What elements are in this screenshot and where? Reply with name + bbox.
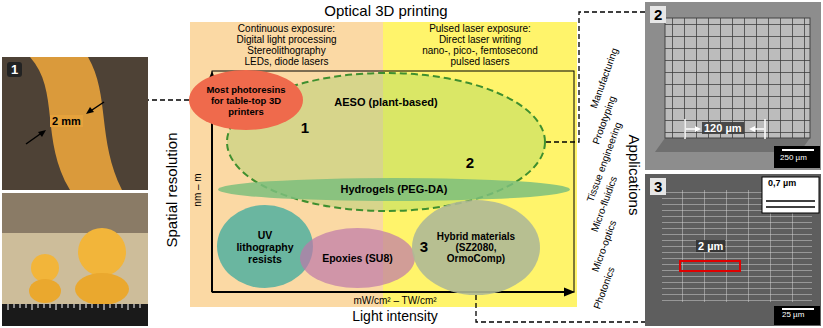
ellipse-text: Hybrid materials (SZ2080, OrmoComp) — [434, 231, 518, 264]
band-heading: Pulsed laser exposure: — [383, 23, 577, 34]
diagram-title: Optical 3D printing — [266, 2, 506, 19]
axis-range: nm – m — [192, 173, 203, 206]
callout-number: 2 — [650, 6, 666, 23]
material-ellipse: Most photoresins for table-top 3D printe… — [189, 70, 303, 130]
dashed-connector — [476, 295, 645, 322]
band-text: pulsed lasers — [383, 56, 577, 67]
dimension-label: 120 µm — [702, 122, 744, 134]
ellipse-outline — [300, 228, 415, 288]
callout-number: 1 — [7, 62, 22, 77]
axis-arrowhead — [564, 288, 575, 297]
material-name: Hydrogels (PEG-DA) — [341, 183, 448, 195]
band-text: Direct laser writing — [383, 34, 577, 45]
material-ellipse: Epoxies (SU8) — [300, 228, 415, 288]
band-heading: Continuous exposure: — [190, 23, 383, 34]
material-name: Most photoresins for table-top 3D printe… — [206, 84, 286, 117]
ellipse-text: AESO (plant-based) — [334, 96, 437, 108]
dimension-label: 25 µm — [780, 310, 806, 319]
axis-title: Spatial resolution — [164, 132, 181, 247]
dimension-label: 0,7 µm — [766, 178, 798, 188]
photo-printed-part — [2, 57, 148, 326]
band-text: Stereolithography — [190, 45, 383, 56]
dashed-connector — [148, 99, 189, 100]
photo-panel: 3 0,7 µm 2 µm 25 µm — [645, 174, 821, 326]
material-ellipse: Hydrogels (PEG-DA) — [218, 178, 570, 201]
applications-heading: Applications — [626, 135, 643, 216]
dimension-label: 2 µm — [696, 240, 725, 252]
ellipse-text: UV lithography resists — [232, 229, 298, 265]
callout-number: 3 — [420, 239, 428, 256]
dashed-connector — [546, 12, 645, 142]
axis-range: mW/cm² – TW/cm² — [353, 295, 436, 306]
callout-number: 1 — [301, 120, 309, 137]
material-name: AESO (plant-based) — [334, 96, 437, 108]
ellipse-text: Most photoresins for table-top 3D printe… — [206, 84, 286, 117]
ellipse-outline — [217, 205, 313, 288]
ellipse-outline — [189, 70, 303, 130]
photo-waveguide — [645, 174, 821, 326]
photo-panel: 2 120 µm 250 µm — [645, 2, 821, 170]
dimension-label: 2 mm — [50, 115, 83, 127]
material-ellipse: Hybrid materials (SZ2080, OrmoComp) — [412, 200, 540, 295]
material-ellipse: UV lithography resists — [217, 205, 313, 288]
band-text: Digital light processing — [190, 34, 383, 45]
ellipse-outline — [218, 178, 570, 201]
callout-number: 2 — [466, 155, 474, 172]
ellipse-outline — [412, 200, 540, 295]
ellipse-text: Hydrogels (PEG-DA) — [341, 183, 448, 195]
band-text: LEDs, diode lasers — [190, 56, 383, 67]
ellipse-text: Epoxies (SU8) — [322, 252, 393, 264]
material-name: Hybrid materials (SZ2080, OrmoComp) — [434, 231, 518, 264]
band-text: nano-, pico-, femtosecond — [383, 45, 577, 56]
application-item: Photonics — [591, 265, 616, 310]
x-axis — [212, 291, 565, 293]
photo-panel: 1 2 mm — [2, 57, 148, 326]
axis-title: Light intensity — [352, 309, 438, 324]
material-name: UV lithography resists — [232, 229, 298, 265]
dimension-label: 250 µm — [778, 153, 809, 162]
photo-lattice — [645, 2, 821, 170]
callout-number: 3 — [650, 178, 666, 195]
material-name: Epoxies (SU8) — [322, 252, 393, 264]
